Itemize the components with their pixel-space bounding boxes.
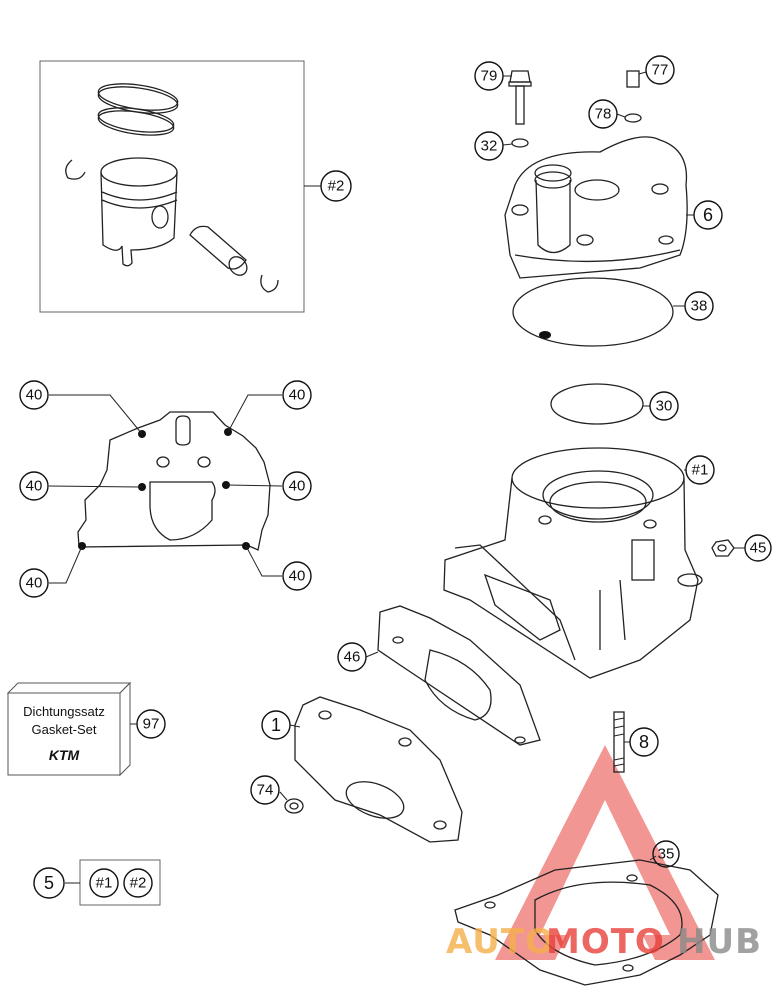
watermark-auto: AUTO [446,922,555,962]
callout-46: 46 [337,642,367,672]
callout-40-mid-right: 40 [282,471,312,501]
callout-40-bottom-right: 40 [282,561,312,591]
svg-text:#2: #2 [328,178,345,195]
callout-32: 32 [474,131,504,161]
washer-78 [624,113,642,123]
callout-77: 77 [645,55,675,85]
svg-text:38: 38 [691,298,708,315]
svg-text:#1: #1 [96,875,113,892]
svg-text:6: 6 [703,205,713,225]
exhaust-flange [289,696,463,843]
svg-text:78: 78 [595,106,612,123]
callout-97: 97 [136,709,166,739]
svg-text:1: 1 [271,715,281,735]
callout-38: 38 [684,291,714,321]
callout-1: 1 [261,710,291,740]
svg-text:35: 35 [658,846,675,863]
svg-text:45: 45 [750,540,767,557]
callout-35: 35 [652,840,680,868]
callout-2: #2 [320,170,352,202]
piston-kit-frame [39,60,321,313]
callout-5: 5 [33,867,65,899]
svg-text:40: 40 [289,568,306,585]
svg-text:40: 40 [26,478,43,495]
svg-text:97: 97 [143,716,160,733]
svg-text:8: 8 [639,732,649,752]
svg-text:32: 32 [481,138,498,155]
head-o-ring [512,277,685,347]
watermark-text: AUTO MOTO HUB [446,922,762,962]
nut-45 [711,539,746,557]
callout-8: 8 [629,727,659,757]
gasket-46 [365,605,541,746]
svg-text:46: 46 [344,649,361,666]
watermark-moto: MOTO [546,922,665,962]
callout-30: 30 [649,391,679,421]
piston [100,157,178,267]
kit-5-frame [65,859,161,906]
callout-5-sub-2: #2 [123,868,153,898]
callout-40-top-left: 40 [19,380,49,410]
callout-78: 78 [588,99,618,129]
watermark-hub: HUB [677,922,762,962]
callout-6: 6 [693,200,723,230]
svg-text:#2: #2 [130,875,147,892]
svg-text:79: 79 [481,68,498,85]
callout-5-sub-1: #1 [89,868,119,898]
head-bolt-79 [502,70,532,125]
screw-74 [279,791,304,814]
svg-text:77: 77 [652,62,669,79]
watermark-logo [495,745,715,960]
svg-text:40: 40 [289,387,306,404]
svg-text:40: 40 [289,478,306,495]
stud-8 [613,711,630,773]
base-gasket-35 [454,855,719,986]
cylinder-head [504,136,694,279]
head-nut-77 [626,70,647,88]
cylinder-o-ring [550,383,644,425]
circlips [65,159,279,293]
callout-1-hash: #1 [685,455,715,485]
piston-pin [189,225,248,276]
callout-40-mid-left: 40 [19,471,49,501]
svg-text:40: 40 [26,575,43,592]
callout-74: 74 [250,775,280,805]
washer-32 [511,138,529,148]
svg-text:74: 74 [257,782,274,799]
svg-text:40: 40 [26,387,43,404]
callout-40-top-right: 40 [282,380,312,410]
svg-text:#1: #1 [692,462,709,479]
callout-40-bottom-left: 40 [19,568,49,598]
svg-text:30: 30 [656,398,673,415]
callout-45: 45 [744,534,772,562]
cylinder [443,447,703,679]
callout-79: 79 [474,61,504,91]
base-gasket-drawing [48,394,283,584]
gasket-set-label-en: Gasket-Set [31,722,96,737]
gasket-set-box: Dichtungssatz Gasket-Set KTM [6,681,137,777]
ktm-logo: KTM [49,747,80,763]
gasket-set-label-de: Dichtungssatz [23,704,105,719]
svg-text:5: 5 [44,873,54,893]
piston-rings [97,83,179,136]
